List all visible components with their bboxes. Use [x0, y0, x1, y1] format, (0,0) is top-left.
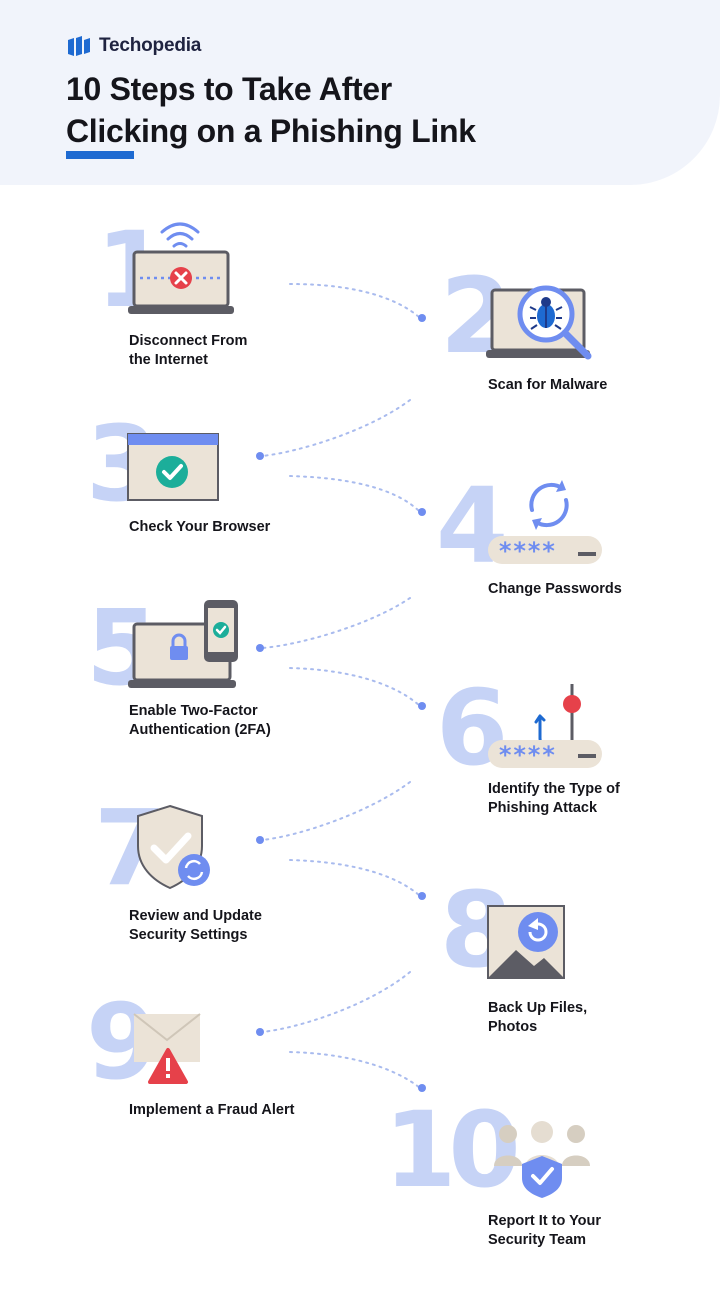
step-label-line: Photos: [488, 1019, 538, 1035]
step-label-line: Review and Update: [129, 908, 262, 924]
step-label-line: Disconnect From: [129, 333, 248, 349]
step-label: Review and Update Security Settings: [129, 907, 262, 945]
svg-text:****: ****: [498, 741, 556, 769]
step-label-line: Report It to Your: [488, 1213, 602, 1229]
step-number: 10: [384, 1089, 521, 1211]
svg-text:****: ****: [498, 537, 556, 565]
step-label: Report It to Your Security Team: [488, 1212, 601, 1250]
title-underline: [66, 151, 134, 159]
title-line-1: 10 Steps to Take After: [66, 71, 392, 107]
step-label-line: Authentication (2FA): [129, 722, 271, 738]
techopedia-logo-icon: [68, 36, 90, 56]
laptop-wifi-disconnected-icon: [128, 222, 234, 314]
step-label-line: the Internet: [129, 352, 208, 368]
brand-name: Techopedia: [99, 35, 202, 56]
password-refresh-icon: ****: [488, 480, 602, 565]
envelope-alert-icon: [133, 1013, 201, 1084]
step-label-line: Security Settings: [129, 927, 248, 943]
page-title: 10 Steps to Take After Clicking on a Phi…: [66, 68, 626, 152]
step-label-line: Enable Two-Factor: [129, 703, 258, 719]
step-label-line: Security Team: [488, 1232, 587, 1248]
brand: Techopedia: [66, 34, 201, 58]
laptop-magnifier-bug-icon: [486, 285, 592, 360]
step-label: Enable Two-Factor Authentication (2FA): [129, 702, 271, 740]
step-label-line: Check Your Browser: [129, 519, 271, 535]
step-label-line: Phishing Attack: [488, 800, 598, 816]
photo-backup-icon: [487, 905, 565, 979]
browser-checkmark-icon: [127, 433, 219, 501]
step-label-line: Implement a Fraud Alert: [129, 1102, 295, 1118]
step-label: Check Your Browser: [129, 518, 270, 537]
step-label: Scan for Malware: [488, 376, 607, 395]
laptop-lock-phone-icon: [128, 600, 238, 688]
step-label: Identify the Type of Phishing Attack: [488, 780, 620, 818]
title-line-2: Clicking on a Phishing Link: [66, 113, 476, 149]
step-label: Back Up Files, Photos: [488, 999, 587, 1037]
step-label-line: Identify the Type of: [488, 781, 620, 797]
step-label-line: Back Up Files,: [488, 1000, 588, 1016]
team-shield-icon: [494, 1121, 590, 1198]
password-fishhook-icon: ****: [488, 684, 602, 769]
shield-refresh-icon: [137, 804, 210, 890]
step-label-line: Change Passwords: [488, 581, 622, 597]
step-label: Change Passwords: [488, 580, 622, 599]
step-label-line: Scan for Malware: [488, 377, 608, 393]
step-label: Implement a Fraud Alert: [129, 1101, 294, 1120]
step-label: Disconnect From the Internet: [129, 332, 247, 370]
